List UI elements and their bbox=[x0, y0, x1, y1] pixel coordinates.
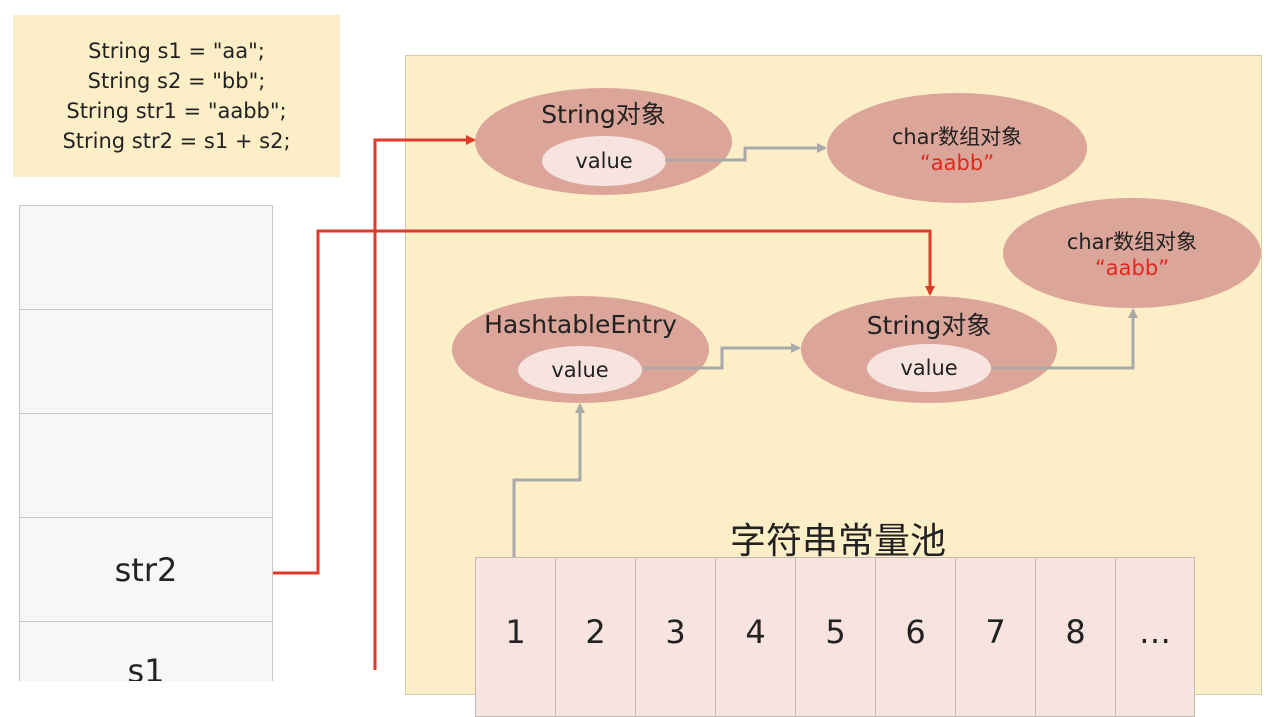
string-object-title: String对象 bbox=[866, 311, 992, 340]
string-object-mid: String对象 value bbox=[801, 296, 1057, 403]
value-field: value bbox=[542, 136, 666, 186]
code-snippet: String s1 = "aa"; String s2 = "bb"; Stri… bbox=[13, 15, 340, 177]
pool-bucket: 7 bbox=[955, 557, 1035, 717]
code-line: String s1 = "aa"; bbox=[88, 39, 265, 63]
char-array-value: “aabb” bbox=[1094, 256, 1170, 280]
hashtable-entry: HashtableEntry value bbox=[452, 296, 709, 403]
char-array-title: char数组对象 bbox=[1066, 230, 1198, 254]
stack-frame: str2 s1 bbox=[19, 205, 273, 681]
code-line: String str1 = "aabb"; bbox=[66, 99, 287, 123]
pool-bucket: … bbox=[1115, 557, 1195, 717]
char-array-value: “aabb” bbox=[919, 151, 995, 175]
code-line: String str2 = s1 + s2; bbox=[62, 129, 291, 153]
pool-bucket: 2 bbox=[555, 557, 635, 717]
char-array-object-top: char数组对象 “aabb” bbox=[827, 93, 1087, 203]
stack-cell bbox=[19, 205, 273, 309]
pool-bucket: 3 bbox=[635, 557, 715, 717]
string-object-top: String对象 value bbox=[475, 88, 732, 195]
value-field: value bbox=[867, 344, 991, 392]
pool-bucket: 5 bbox=[795, 557, 875, 717]
code-line: String s2 = "bb"; bbox=[87, 69, 266, 93]
stack-cell bbox=[19, 413, 273, 517]
pool-bucket: 6 bbox=[875, 557, 955, 717]
stack-cell-s1: s1 bbox=[19, 621, 273, 681]
stack-cell bbox=[19, 309, 273, 413]
char-array-title: char数组对象 bbox=[891, 125, 1023, 149]
string-pool-table: 1 2 3 4 5 6 7 8 … bbox=[475, 557, 1195, 717]
pool-bucket: 8 bbox=[1035, 557, 1115, 717]
hashtable-entry-title: HashtableEntry bbox=[484, 310, 677, 339]
char-array-object-right: char数组对象 “aabb” bbox=[1003, 198, 1261, 308]
pool-bucket: 4 bbox=[715, 557, 795, 717]
stack-cell-str2: str2 bbox=[19, 517, 273, 621]
value-field: value bbox=[518, 346, 642, 394]
string-object-title: String对象 bbox=[541, 100, 666, 129]
pool-bucket: 1 bbox=[475, 557, 555, 717]
